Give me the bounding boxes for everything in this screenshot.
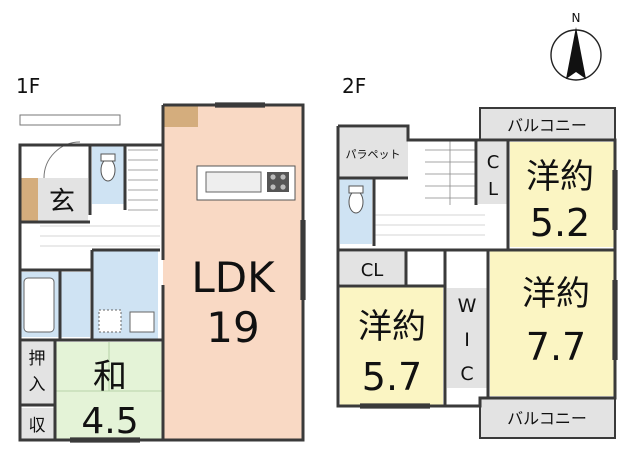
washer-space [98, 309, 122, 333]
closet-left-label: CL [361, 260, 384, 281]
room-western-a-name: 洋約 [526, 157, 594, 197]
closet-top-char-1: C [487, 152, 500, 173]
room-western-b-size: 7.7 [526, 325, 586, 369]
closet-top-char-2: L [488, 179, 498, 200]
wic-char-1: W [458, 295, 477, 317]
room-wash-a [60, 272, 90, 337]
closet-left [340, 252, 405, 284]
room-western-c-name: 洋約 [358, 307, 426, 347]
room-washitsu-size: 4.5 [81, 401, 138, 442]
floor-2f: バルコニー バルコニー パラペット C L 洋約 5.2 CL [336, 107, 618, 439]
room-western-c [340, 286, 443, 406]
balcony-bottom-label: バルコニー [507, 409, 587, 428]
storage-wood [163, 105, 198, 127]
room-shuno [20, 408, 55, 440]
porch [19, 114, 121, 126]
room-washitsu-name: 和 [93, 357, 127, 397]
room-ldk [163, 105, 303, 440]
tatami-lines [55, 342, 163, 392]
room-ldk-name: LDK [191, 253, 276, 302]
compass-north-arrow-icon [566, 27, 586, 79]
hall-floor-2f [375, 214, 485, 236]
balcony-top-label: バルコニー [507, 116, 587, 135]
kitchen-stove [267, 172, 289, 192]
closet-top [478, 142, 508, 204]
walls-2f [336, 124, 617, 408]
room-western-a-size: 5.2 [530, 201, 590, 245]
room-genkan-label: 玄 [49, 187, 75, 217]
bathtub-icon [23, 277, 55, 333]
floor-label-1f: 1F [16, 74, 40, 98]
room-ldk-size: 19 [206, 303, 259, 352]
parapet [338, 128, 408, 178]
compass: N [550, 11, 602, 81]
room-oshiire [20, 342, 55, 404]
floor-label-2f: 2F [342, 74, 366, 98]
balcony-bottom [479, 397, 616, 439]
walls-1f [18, 103, 305, 442]
room-genkan [38, 178, 88, 222]
kitchen-sink [205, 171, 262, 193]
room-western-a [510, 142, 615, 247]
door-swing [43, 141, 81, 179]
room-western-b [490, 250, 615, 396]
parapet-label: パラペット [346, 148, 401, 161]
floor-1f: 玄 和 4.5 押 [18, 102, 306, 443]
shoe-storage [20, 178, 38, 222]
room-western-b-name: 洋約 [522, 274, 590, 314]
hall-floor [40, 225, 160, 247]
toilet-icon-2f [348, 190, 364, 214]
room-western-c-size: 5.7 [362, 355, 422, 399]
toilet-icon [100, 158, 116, 182]
stairs-1f [128, 149, 158, 211]
shuno-label: 収 [29, 416, 46, 436]
windows-1f [70, 102, 306, 443]
vanity-icon [129, 311, 155, 333]
oshiire-char-2: 入 [29, 375, 46, 395]
wic-char-2: I [464, 329, 470, 351]
compass-label: N [572, 11, 581, 25]
stairs-2f [425, 140, 475, 205]
oshiire-char-1: 押 [29, 349, 46, 369]
windows-2f [360, 170, 618, 409]
walk-in-closet [447, 288, 487, 388]
wic-char-3: C [460, 363, 473, 385]
